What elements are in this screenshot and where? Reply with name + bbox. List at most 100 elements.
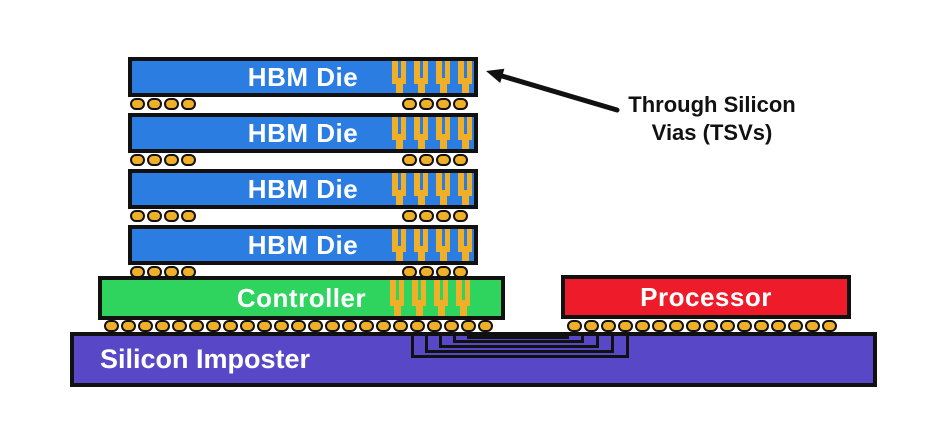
tsv-pin: [414, 173, 428, 205]
tsv-pin-stem: [395, 140, 403, 149]
tsv-pin-body: [392, 173, 406, 196]
processor-chip: Processor: [561, 275, 851, 319]
tsv-pin-slot: [395, 280, 399, 300]
tsv-pin: [458, 117, 472, 149]
controller-tsv-pins: [390, 280, 470, 316]
tsv-annotation-line1: Through Silicon: [628, 92, 796, 117]
tsv-pin-stem: [417, 196, 425, 205]
microbump: [402, 98, 417, 110]
microbump-row: [130, 154, 196, 166]
hbm-die-label: HBM Die: [247, 117, 359, 148]
tsv-pin: [436, 173, 450, 205]
microbump: [669, 320, 684, 332]
tsv-pin: [392, 61, 406, 93]
tsv-pin: [392, 229, 406, 261]
microbump: [601, 320, 616, 332]
tsv-pin-stem: [417, 84, 425, 93]
tsv-pin-slot: [441, 117, 445, 134]
hbm-die-label: HBM Die: [247, 173, 359, 204]
microbump-row: [402, 154, 468, 166]
tsv-pin: [390, 280, 404, 316]
tsv-pin: [456, 280, 470, 316]
tsv-pin-body: [414, 173, 428, 196]
tsv-pin-body: [458, 173, 472, 196]
tsv-pin-stem: [437, 306, 445, 316]
tsv-pin-slot: [463, 229, 467, 246]
tsv-pin: [414, 229, 428, 261]
silicon-interposer: Silicon Imposter: [70, 332, 877, 387]
microbump: [172, 320, 187, 332]
microbump: [402, 210, 417, 222]
microbump: [461, 320, 476, 332]
microbump: [376, 320, 391, 332]
hbm-die-tsv-pins: [392, 229, 472, 261]
hbm-die-tsv-pins: [392, 61, 472, 93]
microbump: [436, 210, 451, 222]
tsv-pin-body: [458, 61, 472, 84]
microbump: [635, 320, 650, 332]
hbm-die: HBM Die: [128, 225, 478, 265]
tsv-pin: [414, 61, 428, 93]
tsv-pin-body: [414, 117, 428, 140]
tsv-pin-body: [392, 229, 406, 252]
microbump: [618, 320, 633, 332]
tsv-pin-stem: [395, 196, 403, 205]
microbump: [478, 320, 493, 332]
tsv-pin-slot: [417, 280, 421, 300]
tsv-pin-stem: [417, 252, 425, 261]
tsv-pin-slot: [397, 229, 401, 246]
tsv-pin: [414, 117, 428, 149]
microbump: [147, 98, 162, 110]
tsv-pin-body: [436, 61, 450, 84]
tsv-pin-stem: [395, 84, 403, 93]
hbm-die: HBM Die: [128, 113, 478, 153]
microbump: [147, 210, 162, 222]
tsv-pin-slot: [397, 173, 401, 190]
tsv-pin-stem: [417, 140, 425, 149]
tsv-pin-slot: [419, 61, 423, 78]
tsv-pin: [458, 173, 472, 205]
interposer-trace: [411, 336, 629, 358]
microbump: [754, 320, 769, 332]
tsv-pin: [392, 117, 406, 149]
tsv-annotation-line2: Vias (TSVs): [651, 120, 773, 145]
tsv-pin-body: [412, 280, 426, 306]
tsv-pin-body: [414, 61, 428, 84]
microbump: [737, 320, 752, 332]
microbump: [130, 154, 145, 166]
tsv-pin-stem: [461, 252, 469, 261]
tsv-pin-body: [436, 229, 450, 252]
tsv-pin-stem: [395, 252, 403, 261]
tsv-pin-body: [434, 280, 448, 306]
tsv-pin-stem: [461, 140, 469, 149]
microbump: [308, 320, 323, 332]
microbump: [822, 320, 837, 332]
microbump: [686, 320, 701, 332]
microbump: [164, 210, 179, 222]
tsv-pin-slot: [463, 173, 467, 190]
microbump: [453, 98, 468, 110]
tsv-pin-slot: [441, 173, 445, 190]
microbump: [206, 320, 221, 332]
microbump: [436, 98, 451, 110]
microbump: [567, 320, 582, 332]
tsv-pin: [436, 61, 450, 93]
microbump-row: [130, 210, 196, 222]
microbump: [104, 320, 119, 332]
microbump: [436, 154, 451, 166]
tsv-pin: [436, 117, 450, 149]
hbm-die-tsv-pins: [392, 117, 472, 149]
tsv-pin-body: [392, 117, 406, 140]
hbm-die-tsv-pins: [392, 173, 472, 205]
microbump: [359, 320, 374, 332]
microbump: [342, 320, 357, 332]
tsv-pin: [458, 61, 472, 93]
microbump: [138, 320, 153, 332]
tsv-pin-body: [458, 229, 472, 252]
tsv-pin-body: [436, 117, 450, 140]
tsv-pin: [436, 229, 450, 261]
microbump: [130, 98, 145, 110]
microbump-row: [402, 210, 468, 222]
hbm-die-label: HBM Die: [247, 61, 359, 92]
microbump: [419, 210, 434, 222]
